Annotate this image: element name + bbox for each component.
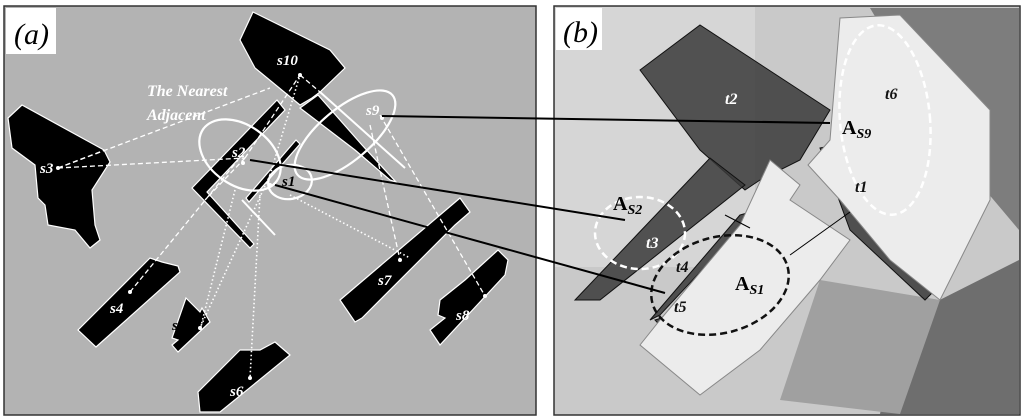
footprint-s3 — [7, 104, 111, 249]
label-as9: AS9 — [842, 117, 871, 142]
shadow-t3 — [573, 157, 746, 301]
annotation-adjacent: Adjacent — [146, 107, 206, 124]
adjacency-dotted-lines — [199, 74, 411, 379]
label-s1: s1 — [281, 174, 295, 190]
label-t5: t5 — [674, 299, 686, 316]
label-as2: AS2 — [613, 193, 642, 218]
ellipse-as2 — [593, 195, 687, 271]
connector-arrows — [249, 115, 831, 294]
footprint-s2 — [191, 99, 286, 249]
shadow-labels: t2 t3 t4 t5 t6 t1 — [646, 86, 897, 316]
panel-a-tag-box — [6, 8, 56, 54]
footprint-s5 — [171, 296, 211, 353]
shape-labels: s10 s3 s2 s9 s4 s6 s7 s8 — [39, 53, 470, 400]
label-t2: t2 — [725, 91, 737, 108]
footprint-s6 — [197, 341, 291, 413]
courtyard — [780, 280, 940, 414]
arrow-s1-to-as1 — [274, 184, 666, 294]
label-s3: s3 — [39, 161, 54, 177]
arrow-s9-to-as9 — [381, 115, 831, 124]
area-labels: AS2 AS1 AS9 — [613, 117, 871, 298]
label-as1: AS1 — [735, 273, 764, 298]
label-s6: s6 — [229, 384, 244, 400]
double-arrows — [724, 211, 851, 256]
roof-building-s1 — [639, 159, 851, 396]
footprint-s10 — [239, 11, 346, 106]
adjacency-dashed-lines — [57, 74, 486, 297]
label-t1: t1 — [855, 179, 867, 196]
footprint-s4 — [77, 257, 181, 348]
panel-a-tag: (a) — [14, 18, 49, 51]
label-s5: s5 — [171, 318, 186, 334]
footprints — [7, 11, 509, 413]
label-t6: t6 — [885, 86, 897, 103]
roof-building-s9 — [807, 14, 991, 301]
footprint-s9 — [298, 94, 399, 184]
label-t3: t3 — [646, 235, 658, 252]
southeast-building — [880, 260, 1019, 414]
arrow-s2-to-as2 — [249, 159, 626, 221]
ellipse-s9 — [293, 89, 397, 181]
footprint-s8 — [429, 249, 509, 346]
panel-b-tag: (b) — [563, 16, 598, 49]
centroids — [56, 73, 487, 380]
panel-a: (a) — [3, 5, 537, 416]
label-s9: s9 — [365, 103, 380, 119]
white-lines — [241, 91, 406, 236]
label-s10: s10 — [276, 53, 298, 69]
label-t4: t4 — [676, 259, 688, 276]
roofs — [639, 14, 991, 396]
ellipse-as9 — [838, 24, 932, 216]
label-s4: s4 — [109, 301, 124, 317]
annotation-nearest: The Nearest — [147, 83, 228, 100]
label-s2: s2 — [231, 145, 246, 161]
label-s7: s7 — [377, 273, 392, 289]
area-ellipses — [593, 24, 932, 337]
ellipse-as1 — [650, 233, 790, 337]
label-s8: s8 — [455, 308, 470, 324]
panel-b-tag-box — [556, 8, 602, 50]
panel-b: t2 t3 t4 t5 t6 t1 AS2 AS1 AS9 (b) — [249, 5, 1021, 416]
